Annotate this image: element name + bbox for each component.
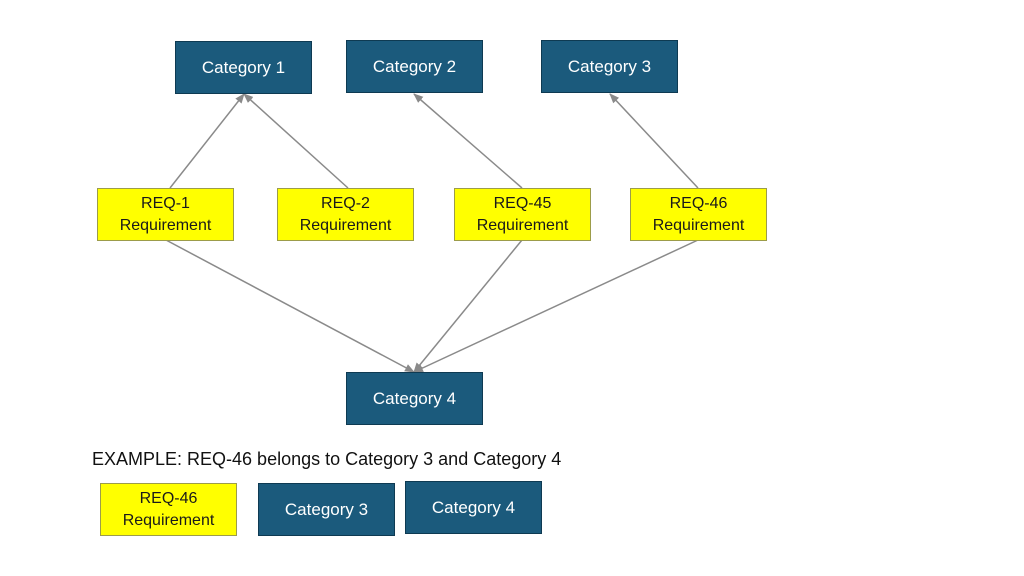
requirement-req46-label: Requirement (652, 216, 745, 234)
connector-req46-to-category3 (609, 93, 699, 189)
example-requirement-label: Requirement (122, 511, 215, 529)
category-2-label: Category 2 (372, 56, 457, 76)
requirement-req1-box[interactable]: REQ-1 Requirement (97, 188, 234, 241)
example-requirement-id: REQ-46 (139, 489, 198, 507)
category-2-box[interactable]: Category 2 (346, 40, 483, 93)
category-1-box[interactable]: Category 1 (175, 41, 312, 94)
example-requirement-box[interactable]: REQ-46 Requirement (100, 483, 237, 536)
connector-req2-to-category1 (243, 93, 349, 189)
example-category-4-box[interactable]: Category 4 (405, 481, 542, 534)
connector-req46-to-category4 (413, 239, 699, 373)
connector-req45-to-category4 (413, 239, 523, 373)
requirement-req2-id: REQ-2 (321, 194, 370, 212)
example-caption: EXAMPLE: REQ-46 belongs to Category 3 an… (92, 449, 562, 469)
example-category-3-box[interactable]: Category 3 (258, 483, 395, 536)
requirement-req45-box[interactable]: REQ-45 Requirement (454, 188, 591, 241)
category-4-box[interactable]: Category 4 (346, 372, 483, 425)
connector-req1-to-category4 (165, 239, 415, 373)
category-1-label: Category 1 (201, 57, 286, 77)
category-4-label: Category 4 (372, 388, 457, 408)
requirement-req1-id: REQ-1 (141, 194, 190, 212)
category-3-box[interactable]: Category 3 (541, 40, 678, 93)
connector-req45-to-category2 (413, 93, 523, 189)
requirement-req46-box[interactable]: REQ-46 Requirement (630, 188, 767, 241)
requirement-req45-label: Requirement (476, 216, 569, 234)
requirement-req46-id: REQ-46 (669, 194, 728, 212)
requirement-req2-label: Requirement (299, 216, 392, 234)
requirement-req45-id: REQ-45 (493, 194, 552, 212)
example-category-3-label: Category 3 (284, 499, 369, 519)
requirement-req2-box[interactable]: REQ-2 Requirement (277, 188, 414, 241)
example-category-4-label: Category 4 (431, 497, 516, 517)
requirement-req1-label: Requirement (119, 216, 212, 234)
connector-req1-to-category1 (169, 93, 245, 189)
category-3-label: Category 3 (567, 56, 652, 76)
